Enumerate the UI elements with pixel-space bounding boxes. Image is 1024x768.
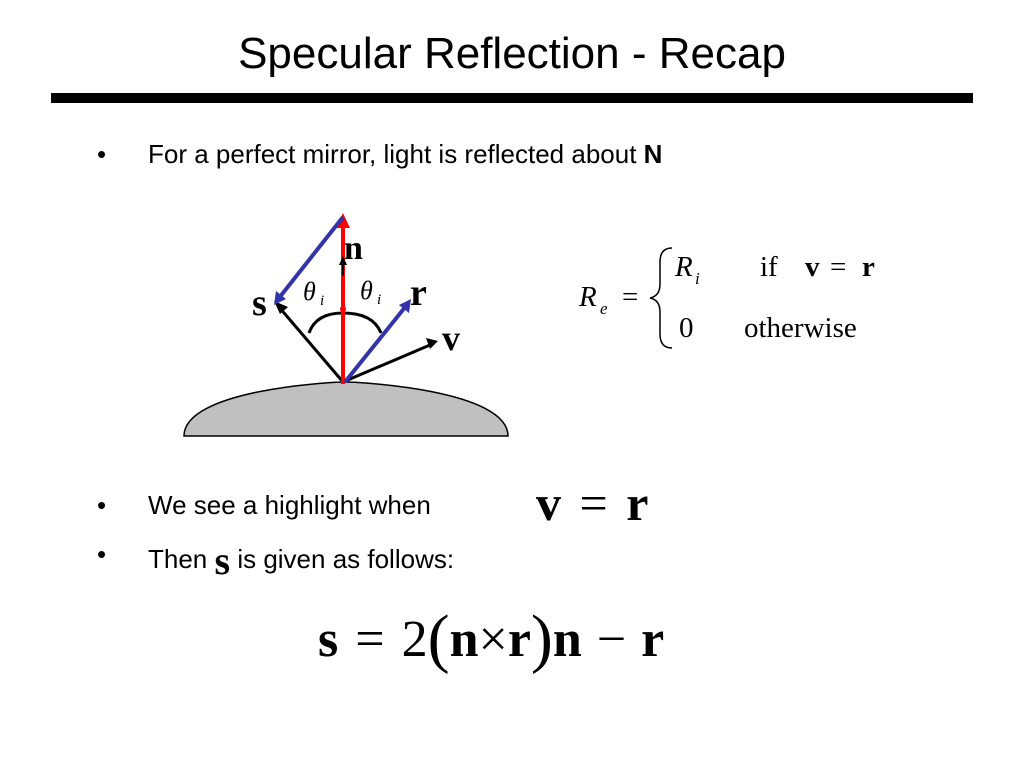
- theta-arc-left: [307, 311, 344, 334]
- reflect-line-left: [277, 215, 345, 300]
- theta-arc-right: [342, 311, 383, 334]
- s-vector-head: [274, 301, 288, 314]
- case1-if: if: [760, 251, 778, 283]
- formula-r1: r: [507, 611, 531, 668]
- formula-lparen: (: [427, 602, 450, 675]
- case2-cond: otherwise: [744, 312, 857, 344]
- title-underline: [51, 93, 973, 103]
- eq-equals: =: [622, 281, 638, 313]
- formula-times: ×: [478, 611, 508, 668]
- label-s: s: [252, 282, 267, 324]
- case1-r: r: [862, 251, 875, 283]
- reflect-line-left-head: [274, 291, 286, 305]
- bullet-marker: •: [97, 139, 107, 169]
- v-vector-head: [426, 338, 438, 349]
- formula-two: 2: [401, 611, 428, 668]
- label-theta-left-sub: i: [320, 293, 324, 309]
- bullet-3: • Then s is given as follows:: [0, 539, 1024, 581]
- eq-lhs: R: [578, 281, 597, 313]
- formula-n2: n: [552, 611, 582, 668]
- highlight-equation: v = r: [536, 478, 648, 528]
- case1-value-sub: i: [695, 269, 700, 288]
- bullet-1-bold-n: N: [643, 139, 663, 169]
- highlight-eq: =: [579, 475, 608, 531]
- bullet-marker: •: [97, 539, 107, 569]
- formula-r2: r: [641, 611, 665, 668]
- label-theta-right: θ: [360, 276, 373, 305]
- reflection-formula: s = 2(n×r)n − r: [318, 606, 664, 672]
- normal-inner-arrow-head: [339, 256, 347, 265]
- v-vector: [342, 343, 431, 384]
- bullet-1: • For a perfect mirror, light is reflect…: [0, 141, 1024, 171]
- bullet-2-text: We see a highlight when: [148, 490, 431, 520]
- case1-eq: =: [830, 251, 846, 283]
- bullet-2: • We see a highlight when: [0, 492, 1024, 522]
- case1-v: v: [805, 251, 820, 283]
- highlight-v: v: [536, 475, 561, 531]
- bullet-3-text: Then s is given as follows:: [148, 538, 455, 583]
- inline-s: s: [214, 538, 231, 583]
- bullet-marker: •: [97, 490, 107, 520]
- normal-marker: [340, 306, 346, 312]
- eq-lhs-sub: e: [600, 299, 608, 318]
- label-theta-right-sub: i: [377, 292, 381, 308]
- highlight-r: r: [626, 475, 649, 531]
- formula-minus: −: [596, 611, 627, 668]
- bullet-1-text: For a perfect mirror, light is reflected…: [148, 139, 663, 169]
- case1-value: R: [674, 251, 693, 283]
- formula-eq: =: [355, 611, 385, 668]
- label-r: r: [410, 272, 427, 314]
- case2-value: 0: [679, 312, 694, 344]
- reflecting-surface: [183, 381, 509, 437]
- eq-brace: [649, 247, 673, 349]
- label-v: v: [442, 318, 460, 358]
- label-theta-left: θ: [303, 277, 316, 306]
- formula-s: s: [318, 611, 339, 668]
- formula-n1: n: [449, 611, 479, 668]
- formula-rparen: ): [530, 602, 553, 675]
- slide-title: Specular Reflection - Recap: [238, 29, 786, 78]
- s-vector: [277, 306, 345, 383]
- r-vector-head: [399, 299, 411, 313]
- label-n: n: [344, 230, 363, 267]
- r-vector: [343, 304, 408, 384]
